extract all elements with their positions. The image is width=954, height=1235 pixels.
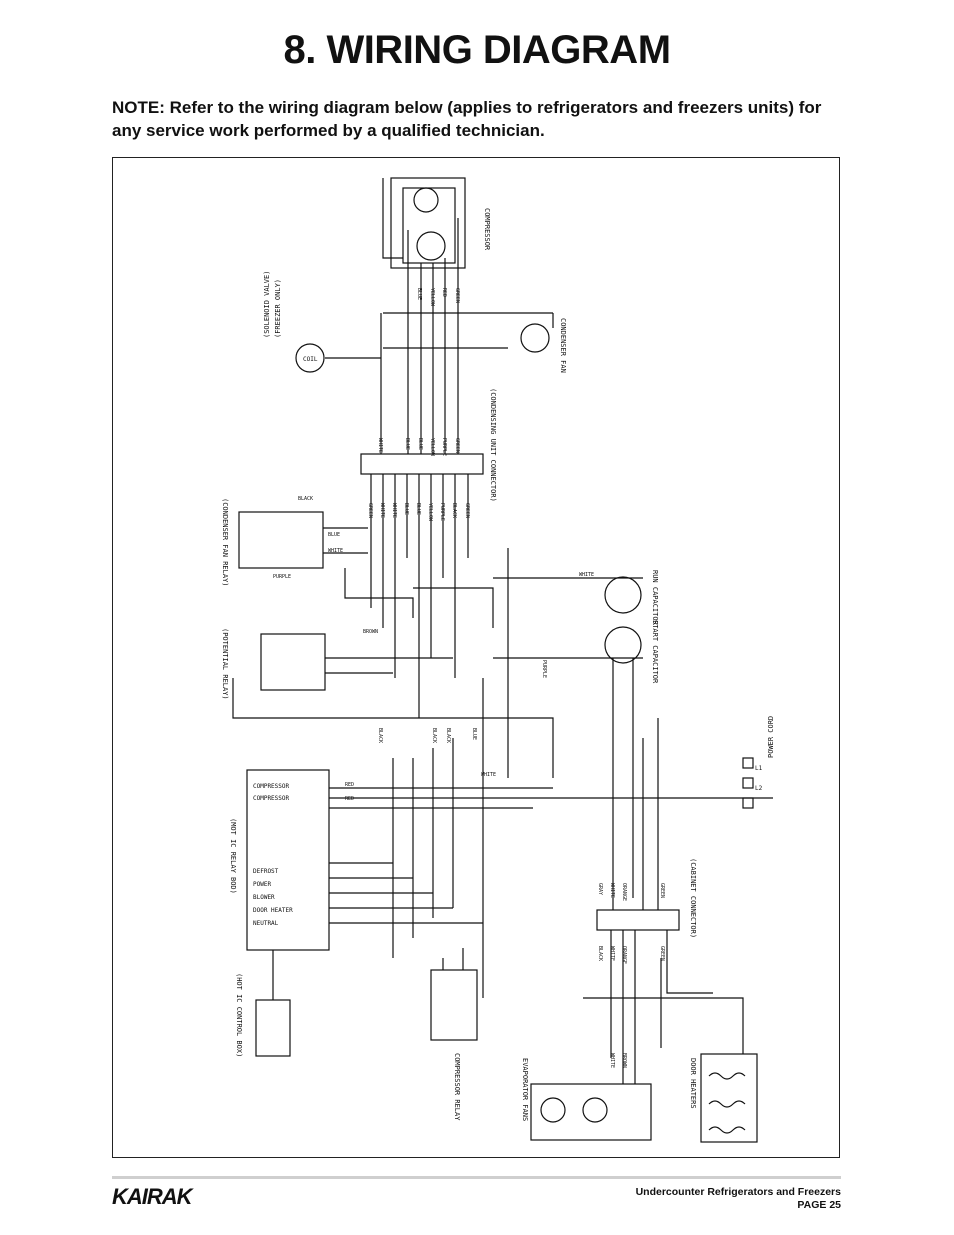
wire-label: PURPLE [441, 438, 447, 456]
wire-label: WHITE [391, 503, 397, 518]
footer-divider [112, 1176, 841, 1179]
condensing-connector-label: (CONDENSING UNIT CONNECTOR) [489, 388, 497, 502]
wire-label: BLUE [416, 288, 422, 300]
wire-label: WHITE [609, 883, 615, 898]
wire-label: ORANGE [621, 883, 627, 901]
footer-title: Undercounter Refrigerators and Freezers [635, 1186, 841, 1198]
power-cord-label: POWER CORD [767, 716, 775, 758]
page-title: 8. WIRING DIAGRAM [283, 28, 671, 72]
wire-label: WHITE [481, 772, 496, 778]
compressor-label: COMPRESSOR [483, 208, 491, 251]
cabinet-connector-label: (CABINET CONNECTOR) [689, 858, 697, 938]
wire-label: WHITE [609, 946, 615, 961]
wire-label: ORANGE [621, 946, 627, 964]
potential-relay-box [260, 633, 326, 691]
evaporator-fans-box [530, 1083, 652, 1141]
wire-color-labels: WHITE BLUE BLUE YELLOW PURPLE GREEN GREE… [273, 288, 665, 1068]
note-text: NOTE: Refer to the wiring diagram below … [112, 98, 822, 140]
freezer-only-label: (FREEZER ONLY) [274, 279, 282, 338]
wire-label: GREEN [659, 883, 665, 898]
page-number: PAGE 25 [797, 1199, 841, 1211]
control-box [255, 999, 291, 1057]
wire-label: GREEN [454, 438, 460, 453]
potential-relay-label: (POTENTIAL RELAY) [221, 628, 229, 700]
wiring-diagram: COMPRESSOR CONDENSER FAN (SOLENOID VALVE… [221, 177, 775, 1143]
door-heaters-box [700, 1053, 758, 1143]
wire-label: BLUE [404, 438, 410, 450]
wire-label: BLACK [445, 728, 451, 743]
wire-label: BLACK [377, 728, 383, 743]
wire-label: RED [345, 796, 354, 802]
compressor-motor-circle [413, 187, 439, 213]
board-terminal-1: COMPRESSOR [253, 783, 290, 790]
wire-label: BLUE [328, 532, 340, 538]
board-terminal-2: COMPRESSOR [253, 795, 290, 802]
kairak-logo: KAIRAK [112, 1184, 193, 1209]
wire-label: YELLOW [427, 503, 433, 522]
wire-label: YELLOW [429, 288, 435, 307]
board-terminal-6: DOOR HEATER [253, 907, 293, 914]
footer-text: Undercounter Refrigerators and Freezers … [636, 1186, 841, 1212]
wire-label: GRAY [597, 883, 603, 895]
door-heaters-label: DOOR HEATERS [689, 1058, 697, 1109]
start-capacitor [604, 626, 642, 664]
condensing-unit-connector [360, 453, 484, 475]
wire-label: BLACK [451, 503, 457, 518]
evaporator-fans-label: EVAPORATOR FANS [521, 1058, 529, 1121]
condenser-fan-relay-label: (CONDENSER FAN RELAY) [221, 498, 229, 587]
wire-label: GREEN [659, 946, 665, 961]
wiring-diagram-frame: COMPRESSOR CONDENSER FAN (SOLENOID VALVE… [112, 157, 840, 1158]
board-terminal-3: DEFROST [253, 868, 279, 875]
cabinet-connector [596, 909, 680, 931]
start-capacitor-label: START CAPACITOR [651, 620, 659, 684]
condenser-fan-label: CONDENSER FAN [559, 318, 567, 373]
wire-label: WHITE [328, 548, 343, 554]
wire-label: BLUE [417, 438, 423, 450]
power-terminal-l2: L2 [755, 785, 763, 792]
compressor-relay-box [430, 969, 478, 1041]
wire-label: BROWN [363, 629, 378, 635]
solenoid-valve-label: (SOLENOID VALVE) [263, 271, 271, 338]
wire-label: BLACK [298, 496, 313, 502]
diagram-labels: COMPRESSOR CONDENSER FAN (SOLENOID VALVE… [221, 208, 775, 1121]
wire-label: GREEN [454, 288, 460, 303]
condenser-fan-relay-box [238, 511, 324, 569]
wire-label: PURPLE [439, 503, 445, 521]
coil-label: COIL [303, 356, 318, 363]
wire-label: GREEN [464, 503, 470, 518]
wire-label: GREEN [367, 503, 373, 518]
run-capacitor [604, 576, 642, 614]
wire-label: WHITE [609, 1053, 615, 1068]
run-capacitor-label: RUN CAPACITOR [651, 570, 659, 626]
wire-label: RED [441, 288, 447, 297]
wire-label: BLACK [597, 946, 603, 961]
control-box-label: (HOT IC CONTROL BOX) [235, 973, 243, 1057]
wire-label: RED [345, 782, 354, 788]
wire-label: BLUE [471, 728, 477, 740]
wire-label: YELLOW [429, 438, 435, 457]
wire-label: WHITE [579, 572, 594, 578]
board-terminal-5: BLOWER [253, 894, 275, 901]
wire-label: BLUE [415, 503, 421, 515]
condenser-fan-motor [520, 323, 550, 353]
compressor-relay-label: COMPRESSOR RELAY [453, 1053, 461, 1121]
wire-label: BROWN [621, 1053, 627, 1068]
wire-label: BLUE [403, 503, 409, 515]
wire-label: BLACK [431, 728, 437, 743]
wire-label: PURPLE [541, 660, 547, 678]
relay-board-label: (MOT IC RELAY BOD) [229, 818, 237, 894]
wire-label: WHITE [379, 503, 385, 518]
board-terminal-4: POWER [253, 881, 271, 888]
wire-label: PURPLE [273, 574, 291, 580]
board-terminal-7: NEUTRAL [253, 920, 279, 927]
power-terminal-l1: L1 [755, 765, 763, 772]
compressor-box [390, 177, 466, 269]
wire-label: WHITE [377, 438, 383, 453]
solenoid-coil [295, 343, 325, 373]
relay-board [246, 769, 330, 951]
